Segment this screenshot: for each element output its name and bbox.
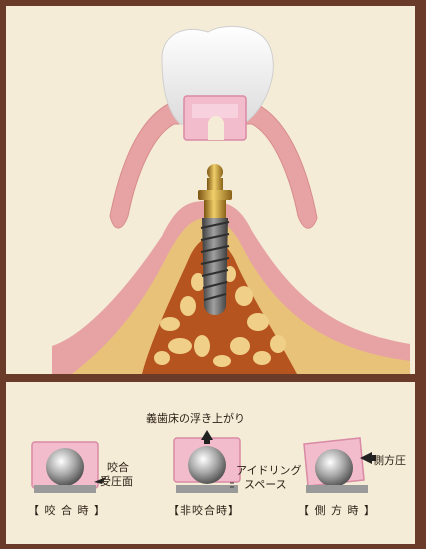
denture-lift-label: 義歯床の浮き上がり	[146, 412, 245, 425]
caption-non-occlusion: 【非咬合時】	[168, 502, 240, 518]
section-divider	[0, 374, 426, 382]
implant-illustration	[12, 6, 410, 374]
occlusal-label-line1: 咬合	[107, 461, 129, 474]
spacer-label-line1: アイドリング	[236, 464, 301, 477]
state-occlusion	[32, 442, 106, 493]
lateral-pressure-label: 側方圧	[373, 454, 406, 467]
occlusal-label-line2: 受圧面	[100, 475, 133, 488]
state-non-occlusion	[174, 430, 240, 493]
caption-lateral: 【 側 方 時 】	[298, 502, 376, 518]
state-lateral	[304, 438, 376, 493]
attachment-housing	[184, 96, 246, 140]
caption-occlusion: 【 咬 合 時 】	[28, 502, 106, 518]
spacer-label-line2: スペース	[244, 478, 287, 491]
jaw-bone	[52, 201, 410, 374]
attachment-states	[12, 382, 410, 542]
